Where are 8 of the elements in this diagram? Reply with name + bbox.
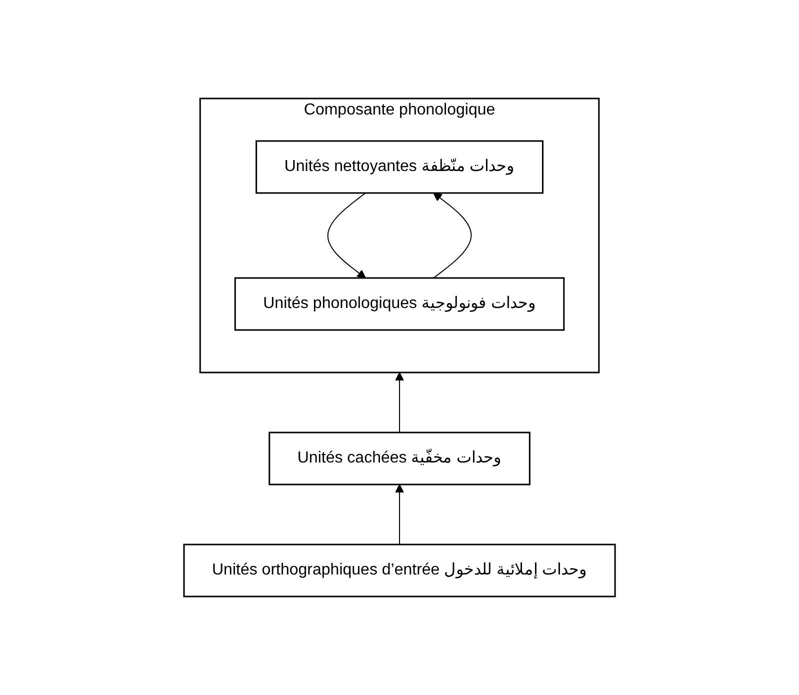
node-box: Unités phonologiques وحدات فونولوجية — [234, 277, 565, 331]
arrow — [327, 192, 366, 278]
node-box: Unités nettoyantes وحدات منّظفة — [256, 140, 544, 194]
arrow — [433, 192, 472, 278]
node-box: Unités orthographiques d’entrée وحدات إملائية للدخول — [183, 544, 616, 598]
arrow — [395, 484, 404, 545]
arrow — [395, 372, 404, 433]
node-box: Unités cachées وحدات مخفّية — [268, 432, 530, 486]
